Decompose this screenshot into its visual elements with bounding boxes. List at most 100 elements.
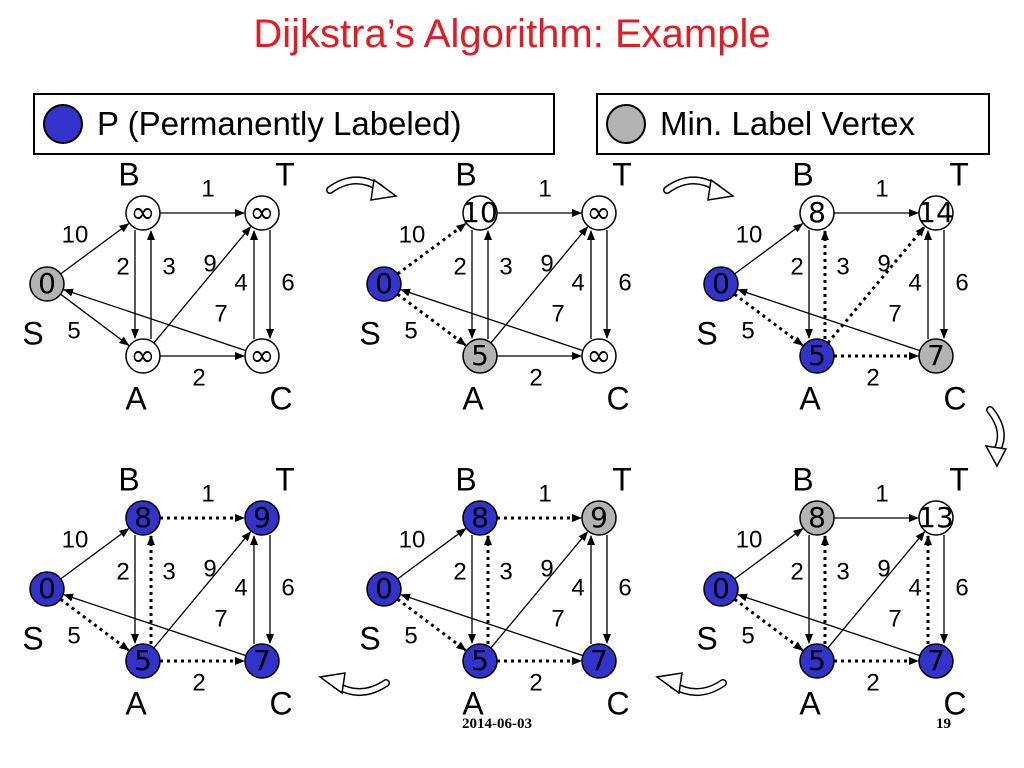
edge-weight-b-a: 2 <box>790 558 803 585</box>
vertex-c <box>244 643 280 679</box>
edge-s-b <box>396 222 467 276</box>
edge-weight-a-b: 3 <box>162 558 175 585</box>
edge-s-a <box>396 598 467 652</box>
slide-title: Dijkstra’s Algorithm: Example <box>253 12 771 56</box>
edge-weight-c-s: 7 <box>214 605 227 632</box>
progress-arrow-icon <box>984 445 1008 468</box>
vertex-b-name: B <box>792 461 813 497</box>
edge-weight-s-b: 10 <box>399 526 426 553</box>
vertex-b <box>462 195 498 231</box>
edge-weight-a-t: 9 <box>877 250 890 277</box>
vertex-c-name: C <box>269 685 292 721</box>
vertex-c-label: 7 <box>253 644 271 677</box>
vertex-b <box>799 195 835 231</box>
vertex-s-name: S <box>22 620 43 656</box>
edge-weight-a-c: 2 <box>529 669 542 696</box>
vertex-s-name: S <box>696 620 717 656</box>
vertex-b <box>799 500 835 536</box>
progress-arrow-icon <box>370 178 398 201</box>
vertex-a-label: 5 <box>808 339 826 372</box>
legend-permanent-label: P (Permanently Labeled) <box>97 105 462 142</box>
vertex-c-label: 7 <box>927 644 945 677</box>
edge-c-s <box>400 288 584 352</box>
edge-c-s <box>63 288 247 352</box>
vertex-t-name: T <box>612 156 632 192</box>
edge-weight-a-t: 9 <box>203 250 216 277</box>
vertex-c-label: 7 <box>927 339 945 372</box>
edge-c-s <box>63 593 247 657</box>
edge-s-a <box>733 598 804 652</box>
edge-s-a <box>396 293 467 347</box>
edge-weight-c-t: 4 <box>908 574 921 601</box>
vertex-b-label: 8 <box>808 501 826 534</box>
vertex-t <box>918 195 954 231</box>
edge-weight-a-b: 3 <box>499 253 512 280</box>
vertex-c-name: C <box>606 380 629 416</box>
edge-a-t <box>490 226 589 344</box>
edge-weight-a-c: 2 <box>192 669 205 696</box>
edge-s-b <box>734 528 804 580</box>
vertex-b-name: B <box>792 156 813 192</box>
progress-arrow-icon <box>707 178 735 201</box>
vertex-s-label: 0 <box>38 572 56 605</box>
vertex-a-name: A <box>462 685 484 721</box>
vertex-b-label: 10 <box>462 196 498 229</box>
legend-min-label-vertex: Min. Label Vertex <box>596 93 990 155</box>
edge-c-s <box>737 288 921 352</box>
vertex-b-name: B <box>455 156 476 192</box>
vertex-c-label: 7 <box>590 644 608 677</box>
vertex-a-name: A <box>125 380 147 416</box>
edge-weight-b-a: 2 <box>453 558 466 585</box>
edge-weight-c-s: 7 <box>551 300 564 327</box>
vertex-a <box>462 643 498 679</box>
vertex-b-name: B <box>118 156 139 192</box>
edge-weight-b-t: 1 <box>201 175 214 202</box>
edge-weight-b-a: 2 <box>453 253 466 280</box>
vertex-c-name: C <box>269 380 292 416</box>
edge-weight-a-b: 3 <box>499 558 512 585</box>
vertex-s <box>29 266 65 302</box>
vertex-c-label: ∞ <box>250 339 275 374</box>
vertex-a-name: A <box>462 380 484 416</box>
vertex-c <box>918 643 954 679</box>
edge-weight-c-t: 4 <box>234 574 247 601</box>
edge-c-s <box>737 593 921 657</box>
edge-weight-t-c: 6 <box>618 574 631 601</box>
footer-date: 2014-06-03 <box>462 716 532 732</box>
vertex-a <box>125 643 161 679</box>
vertex-c <box>581 643 617 679</box>
legend-permanent: P (Permanently Labeled) <box>33 93 555 155</box>
edge-a-t <box>827 531 926 649</box>
edge-weight-a-t: 9 <box>203 555 216 582</box>
vertex-s-label: 0 <box>712 572 730 605</box>
vertex-s <box>703 266 739 302</box>
vertex-c-name: C <box>606 685 629 721</box>
vertex-a-label: 5 <box>808 644 826 677</box>
vertex-b <box>462 500 498 536</box>
edge-c-s <box>400 593 584 657</box>
vertex-t-name: T <box>949 156 969 192</box>
vertex-a-label: 5 <box>471 644 489 677</box>
edge-weight-c-s: 7 <box>888 605 901 632</box>
vertex-a-name: A <box>125 685 147 721</box>
edge-weight-s-a: 5 <box>67 317 80 344</box>
vertex-a-name: A <box>799 380 821 416</box>
edge-weight-s-a: 5 <box>67 622 80 649</box>
vertex-t <box>918 500 954 536</box>
edge-weight-b-a: 2 <box>116 253 129 280</box>
vertex-a-label: 5 <box>471 339 489 372</box>
edge-weight-b-a: 2 <box>790 253 803 280</box>
edge-weight-s-a: 5 <box>404 622 417 649</box>
vertex-s-label: 0 <box>375 572 393 605</box>
slide-number: 19 <box>936 716 951 732</box>
edge-weight-t-c: 6 <box>955 269 968 296</box>
vertex-a <box>125 338 161 374</box>
vertex-c <box>244 338 280 374</box>
progress-arrows <box>318 176 1008 696</box>
vertex-b-name: B <box>118 461 139 497</box>
vertex-s <box>366 571 402 607</box>
edge-weight-s-a: 5 <box>741 622 754 649</box>
